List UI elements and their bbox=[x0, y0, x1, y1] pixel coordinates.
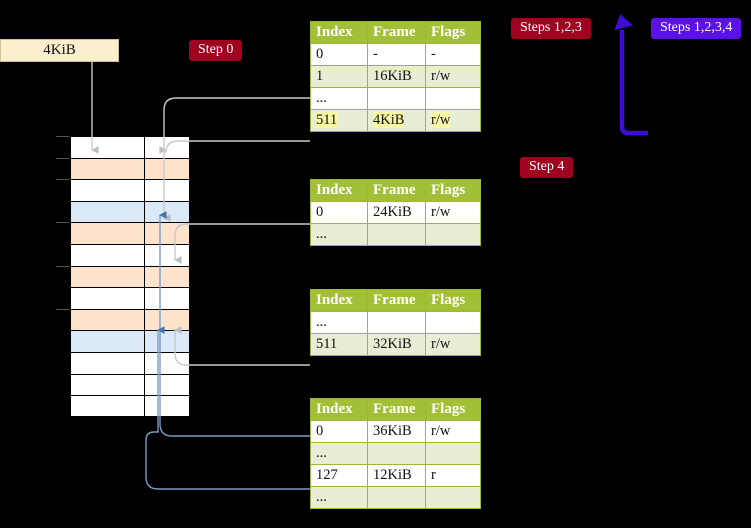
cell-flags bbox=[425, 87, 481, 110]
column-header-flags: Flags bbox=[425, 179, 481, 202]
memory-frame-tick bbox=[56, 136, 69, 137]
table-row: 0-- bbox=[310, 43, 481, 66]
cell-flags: r/w bbox=[425, 420, 481, 443]
cell-index: 1 bbox=[310, 65, 368, 88]
memory-frame bbox=[70, 136, 190, 158]
badge-steps-1-2-3: Steps 1,2,3 bbox=[511, 18, 591, 39]
column-header-frame: Frame bbox=[367, 289, 426, 312]
virtual-page-box: 4KiB bbox=[0, 39, 119, 62]
cell-index: ... bbox=[310, 87, 368, 110]
physical-memory-column bbox=[56, 136, 190, 417]
badge-step-4: Step 4 bbox=[520, 157, 574, 178]
memory-frame bbox=[70, 222, 190, 244]
memory-frame-tick bbox=[56, 308, 69, 310]
cell-index: 511 bbox=[310, 333, 368, 356]
cell-frame bbox=[367, 223, 426, 246]
table-row: ... bbox=[310, 486, 481, 509]
cell-frame: - bbox=[367, 43, 426, 66]
cell-flags: - bbox=[425, 43, 481, 66]
column-header-index: Index bbox=[310, 398, 368, 421]
cell-frame: 32KiB bbox=[367, 333, 426, 356]
memory-frame bbox=[70, 395, 190, 417]
cell-flags: r/w bbox=[425, 333, 481, 356]
cell-frame: 4KiB bbox=[367, 109, 426, 132]
virtual-page-label: 4KiB bbox=[43, 42, 76, 58]
cell-flags: r/w bbox=[425, 65, 481, 88]
memory-column-divider bbox=[144, 136, 145, 417]
cell-frame bbox=[367, 311, 426, 334]
memory-frame-tick bbox=[56, 222, 69, 224]
table-row: ... bbox=[310, 311, 481, 334]
cell-index: 0 bbox=[310, 43, 368, 66]
cell-index: 127 bbox=[310, 464, 368, 487]
column-header-flags: Flags bbox=[425, 289, 481, 312]
memory-frame bbox=[70, 287, 190, 309]
cell-index: ... bbox=[310, 223, 368, 246]
memory-frame bbox=[70, 265, 190, 288]
cell-index: ... bbox=[310, 311, 368, 334]
cell-flags bbox=[425, 486, 481, 509]
cell-frame: 16KiB bbox=[367, 65, 426, 88]
memory-frame bbox=[70, 352, 190, 374]
column-header-index: Index bbox=[310, 289, 368, 312]
column-header-index: Index bbox=[310, 21, 368, 44]
memory-frame-tick bbox=[56, 179, 69, 181]
cell-index: 0 bbox=[310, 201, 368, 224]
cell-frame bbox=[367, 87, 426, 110]
memory-frame bbox=[70, 373, 190, 396]
cell-frame: 12KiB bbox=[367, 464, 426, 487]
table-row: ... bbox=[310, 87, 481, 110]
memory-frame-tick bbox=[56, 157, 69, 159]
column-header-flags: Flags bbox=[425, 21, 481, 44]
column-header-index: Index bbox=[310, 179, 368, 202]
cell-flags: r/w bbox=[425, 201, 481, 224]
column-header-frame: Frame bbox=[367, 179, 426, 202]
cell-index: 0 bbox=[310, 420, 368, 443]
cell-frame bbox=[367, 486, 426, 509]
cell-flags bbox=[425, 311, 481, 334]
cell-frame bbox=[367, 442, 426, 465]
table-row: ... bbox=[310, 223, 481, 246]
cell-frame: 36KiB bbox=[367, 420, 426, 443]
cell-index: 511 bbox=[310, 109, 368, 132]
cell-index: ... bbox=[310, 486, 368, 509]
column-header-frame: Frame bbox=[367, 398, 426, 421]
cell-flags bbox=[425, 442, 481, 465]
memory-frame bbox=[70, 179, 190, 201]
memory-frame-tick bbox=[56, 265, 69, 267]
memory-frame bbox=[70, 244, 190, 266]
badge-step-0: Step 0 bbox=[189, 40, 243, 61]
cell-index: ... bbox=[310, 442, 368, 465]
cell-flags: r/w bbox=[425, 109, 481, 132]
memory-frame bbox=[70, 308, 190, 331]
cell-flags: r bbox=[425, 464, 481, 487]
column-header-flags: Flags bbox=[425, 398, 481, 421]
column-header-frame: Frame bbox=[367, 21, 426, 44]
memory-frame bbox=[70, 157, 190, 180]
table-row: ... bbox=[310, 442, 481, 465]
memory-frame bbox=[70, 330, 190, 352]
memory-frame bbox=[70, 200, 190, 223]
badge-steps-1-2-3-4: Steps 1,2,3,4 bbox=[651, 18, 742, 39]
cell-frame: 24KiB bbox=[367, 201, 426, 224]
cell-flags bbox=[425, 223, 481, 246]
